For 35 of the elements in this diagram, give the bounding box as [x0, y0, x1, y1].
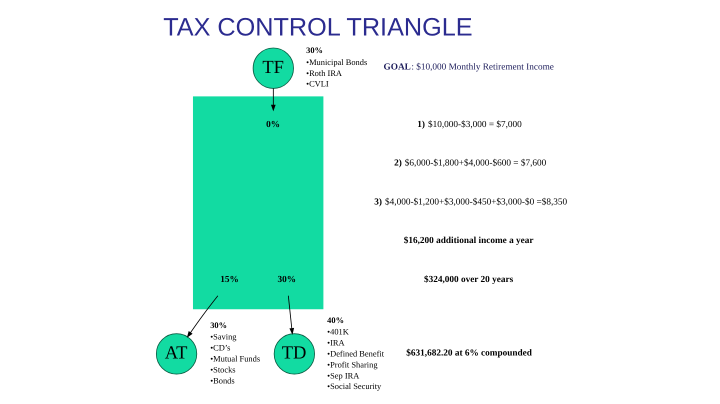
- node-label: •Social Security: [327, 382, 382, 392]
- node-label: 30%: [306, 46, 323, 56]
- arrow: [186, 295, 218, 338]
- diagram-title: TAX CONTROL TRIANGLE: [163, 13, 473, 42]
- label: 3) $4,000-$1,200+$3,000-$450+$3,000-$0 =$8,350: [374, 197, 568, 208]
- node-label: 40%: [327, 316, 344, 325]
- cluster: [192, 96, 324, 310]
- node-label: •Profit Sharing: [327, 360, 378, 370]
- label: $324,000 over 20 years: [424, 274, 514, 285]
- node-label: 30%: [210, 320, 228, 330]
- label: GOAL: $10,000 Monthly Retirement Income: [384, 62, 554, 73]
- node-circle: TF: [252, 48, 294, 89]
- label: 1) $10,000-$3,000 = $7,000: [417, 120, 522, 130]
- node-text: 15%: [220, 274, 239, 285]
- node-label: •Stocks: [210, 365, 236, 374]
- node-label: •Municipal Bonds: [306, 58, 368, 67]
- arrow: [270, 88, 276, 112]
- node-label: •Bonds: [210, 376, 235, 386]
- label: $631,682.20 at 6% compounded: [406, 348, 532, 358]
- node-text: 0%: [266, 120, 280, 130]
- node-label: •IRA: [327, 338, 345, 348]
- label: $16,200 additional income a year: [404, 236, 534, 246]
- arrow: [288, 295, 294, 335]
- node-label: •CD’s: [210, 344, 230, 353]
- node-text: 30%: [278, 274, 296, 285]
- node-label: •Mutual Funds: [210, 354, 260, 364]
- node-label: •Roth IRA: [306, 68, 342, 78]
- node-circle: AT: [156, 333, 198, 374]
- node-label: •Defined Benefit: [327, 349, 384, 358]
- node-label: •Saving: [210, 332, 237, 342]
- node-label: •CVLI: [306, 80, 329, 89]
- node-circle: TD: [274, 333, 315, 374]
- node-label: •Sep IRA: [327, 371, 360, 380]
- label: 2) $6,000-$1,800+$4,000-$600 = $7,600: [394, 158, 546, 169]
- node-label: •401K: [327, 328, 349, 337]
